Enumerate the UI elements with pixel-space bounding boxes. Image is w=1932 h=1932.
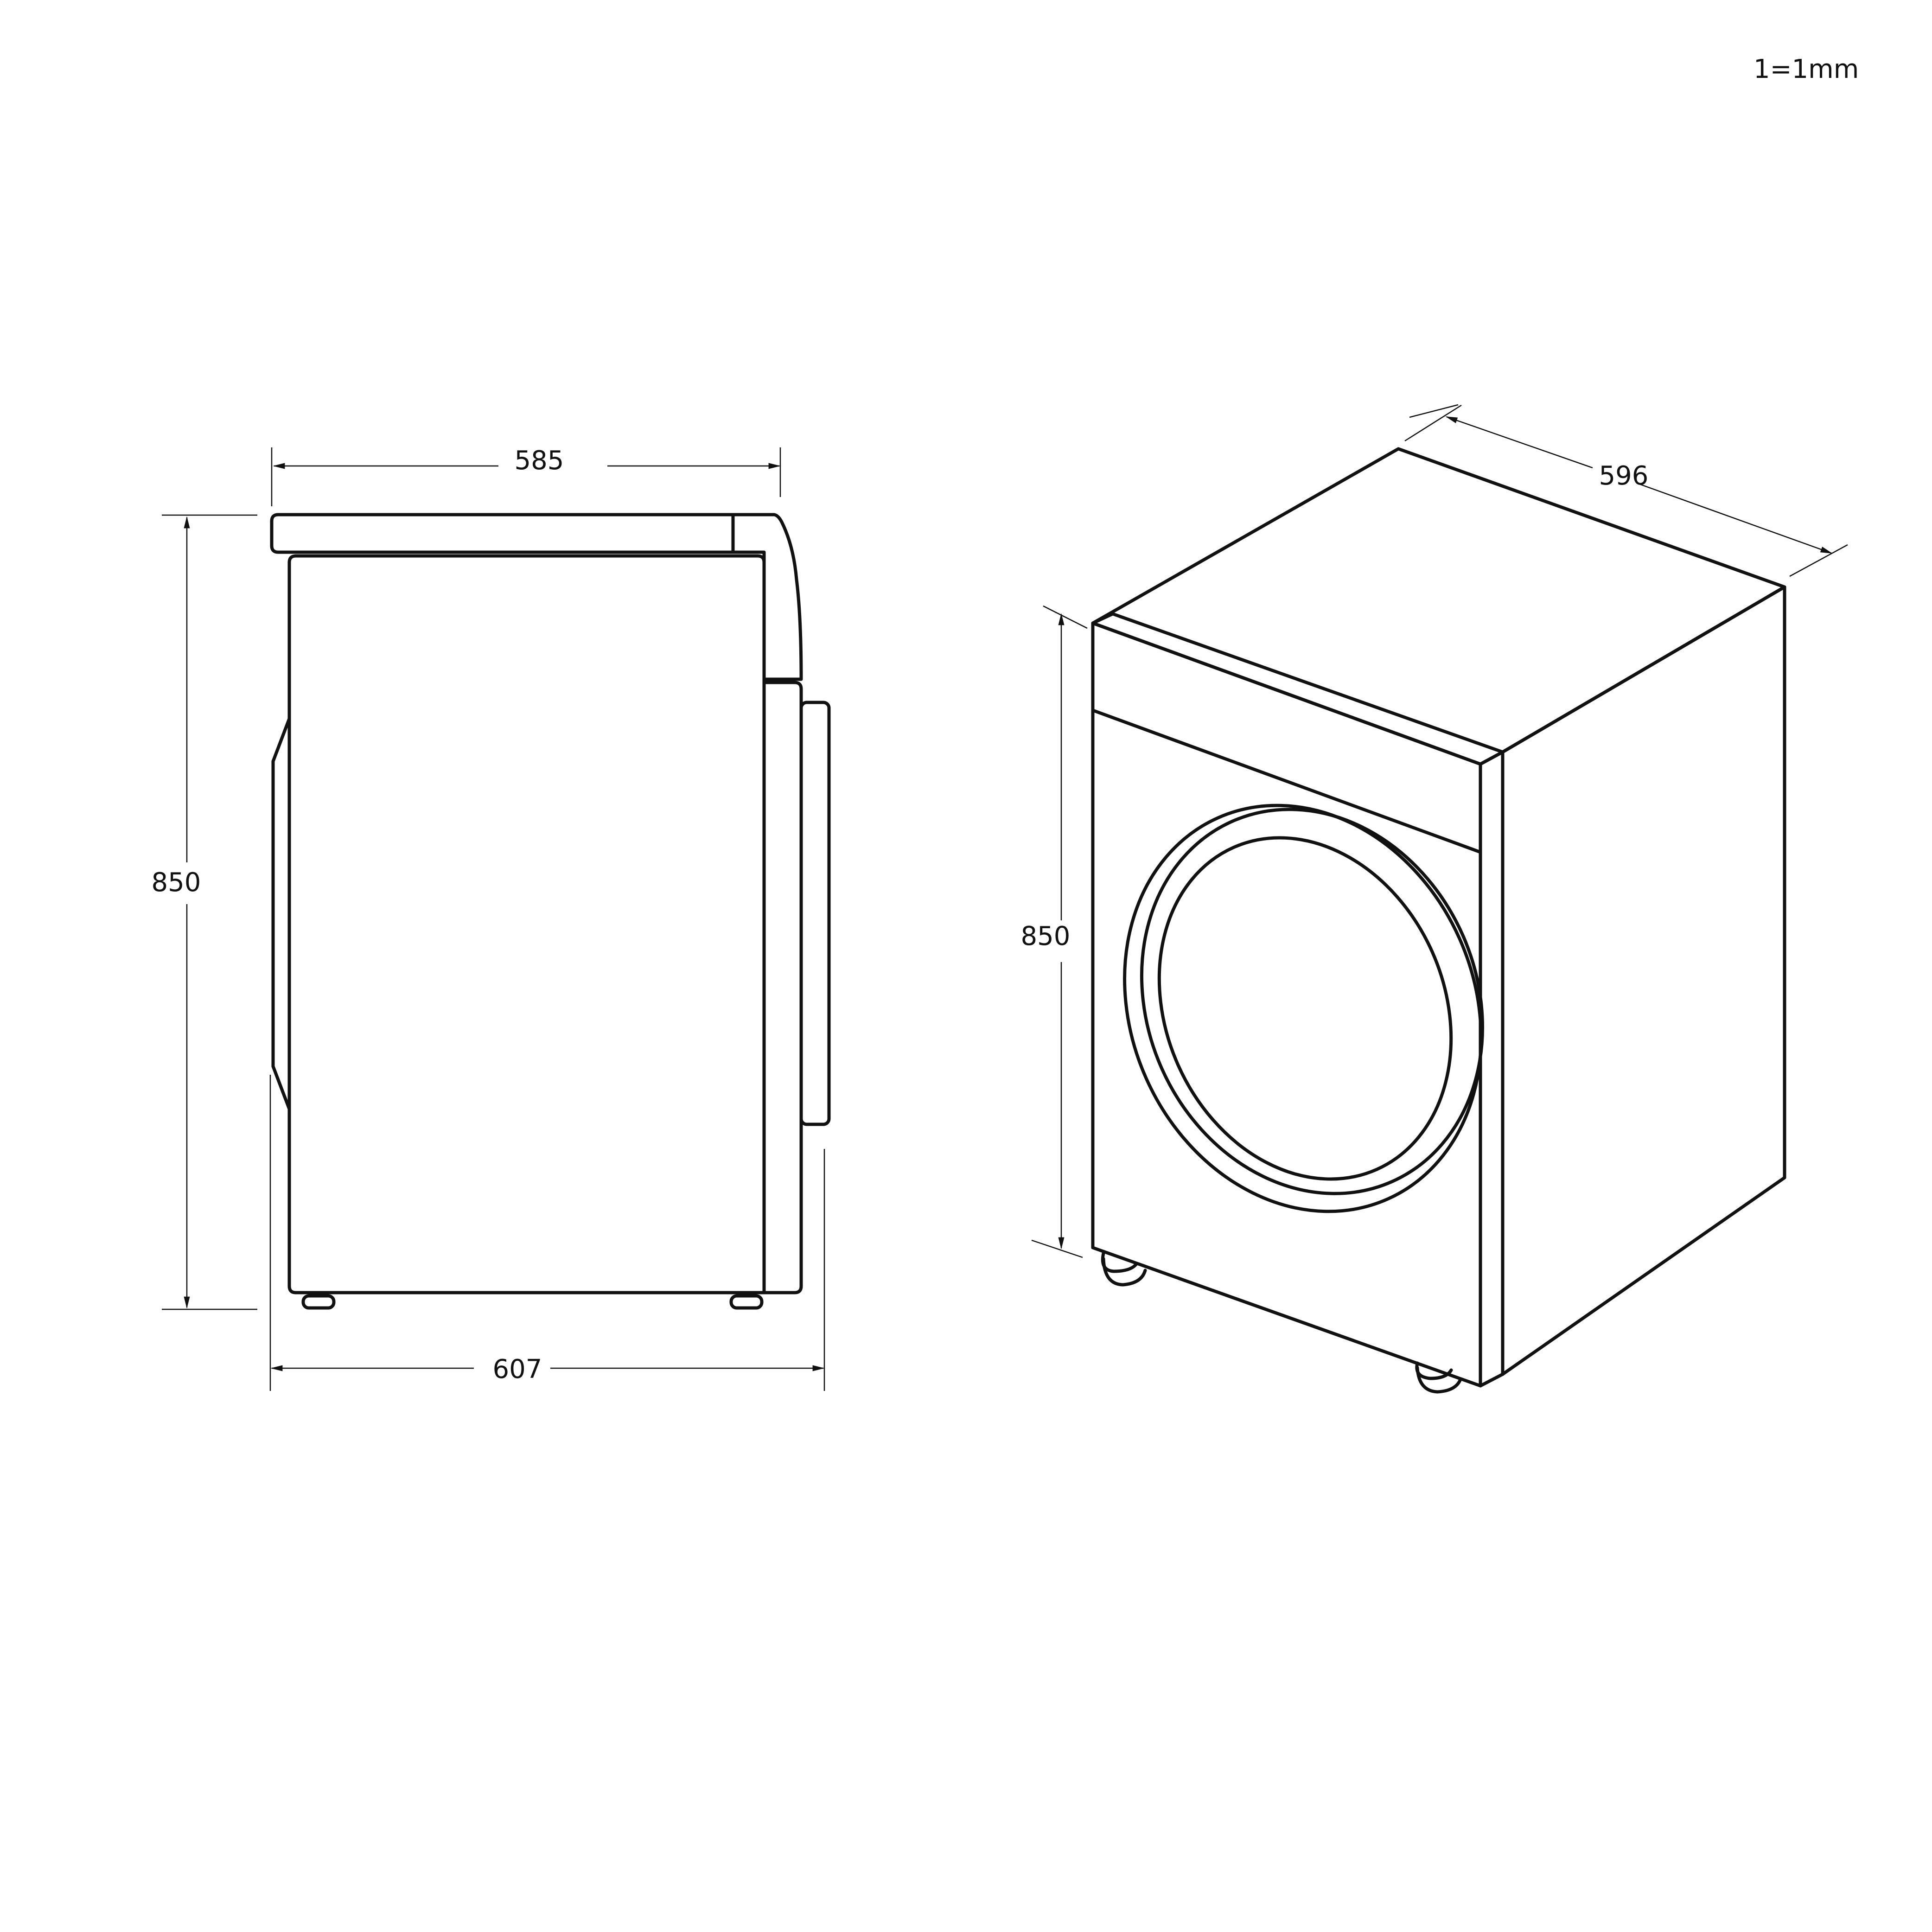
iso-side-face <box>1501 585 1786 1376</box>
side-front-panel <box>762 681 803 1294</box>
side-foot-rear <box>301 1294 336 1310</box>
side-height-label: 850 <box>152 867 201 898</box>
side-door-profile <box>799 701 831 1126</box>
dim-596-line-left <box>1445 416 1593 469</box>
side-foot-front <box>729 1294 764 1310</box>
dim-596-ext-left-tick <box>1404 404 1462 442</box>
iso-foot-front-right-base <box>1416 1366 1462 1394</box>
side-depth-label: 607 <box>493 1354 542 1384</box>
dim-iso-850-ext-top <box>1043 605 1088 629</box>
dim-iso-850-ext-bottom <box>1031 1239 1083 1258</box>
iso-width-label: 596 <box>1599 461 1649 491</box>
side-top-panel <box>270 513 735 554</box>
scale-note: 1=1mm <box>1753 54 1859 84</box>
dim-596-ext-left <box>1409 404 1459 418</box>
iso-top-strip <box>1091 612 1505 766</box>
iso-foot-front-left-base <box>1102 1257 1147 1287</box>
iso-height-label: 850 <box>1021 921 1071 951</box>
iso-door-glass <box>1157 836 1453 1181</box>
side-view: 585 850 607 <box>152 446 831 1391</box>
side-rear-bulge <box>271 717 291 1111</box>
iso-front-face <box>1091 621 1482 1388</box>
iso-control-panel-line <box>1091 708 1482 854</box>
iso-top-face <box>1091 447 1786 754</box>
iso-corner-bottom <box>1479 1372 1505 1388</box>
side-top-width-label: 585 <box>515 446 564 476</box>
dim-596-ext-right-tick <box>1789 544 1848 577</box>
dim-596-line-right <box>1636 482 1833 554</box>
iso-door-middle-ring <box>1140 808 1485 1195</box>
iso-door-outer-ring <box>1123 803 1483 1213</box>
iso-view: 596 850 <box>1021 404 1848 1394</box>
side-body <box>287 554 766 1294</box>
side-front-top-cap <box>731 513 803 681</box>
